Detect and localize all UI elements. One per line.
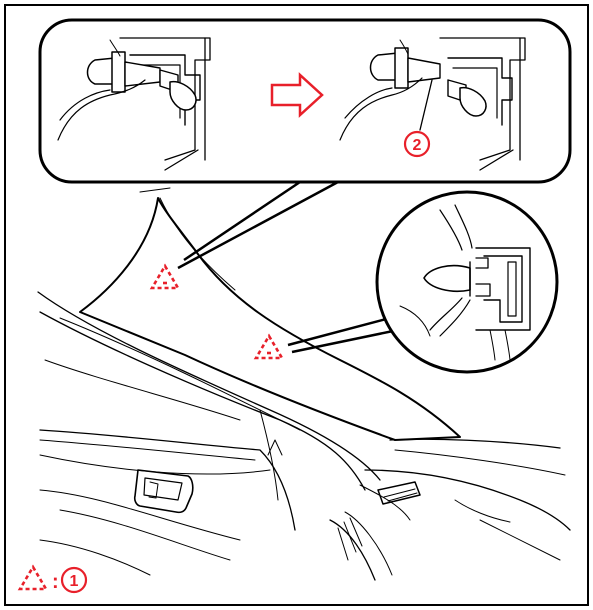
dashed-triangle-icon: [149, 263, 181, 290]
outline-right-arrow-icon: [270, 72, 324, 118]
leader-line-top: [177, 180, 339, 270]
legend-callout-1: 1: [70, 573, 79, 590]
legend: : 1: [17, 564, 88, 594]
clip-after: [339, 37, 526, 171]
door-handle: [133, 469, 194, 514]
legend-separator: :: [52, 571, 59, 593]
clip-before: [57, 37, 211, 171]
dashed-triangle-icon: [17, 564, 49, 591]
dash-vent: [377, 481, 421, 505]
callout-part-2: 2: [403, 130, 431, 158]
part-2-leader: [419, 79, 433, 131]
leader-line-right-2: [291, 328, 399, 354]
leader-line-top-2: [183, 180, 301, 262]
legend-callout-circle: [60, 566, 88, 594]
top-inset: 2: [38, 18, 572, 184]
callout-part-2-label: 2: [413, 137, 422, 154]
leader-lines: [177, 180, 399, 354]
leader-line-right: [287, 316, 391, 347]
dashed-triangle-icon: [253, 333, 285, 360]
clip-detail: [399, 204, 531, 361]
clip-head: [423, 264, 471, 293]
round-inset: [375, 190, 559, 374]
door-panel: [39, 429, 296, 531]
